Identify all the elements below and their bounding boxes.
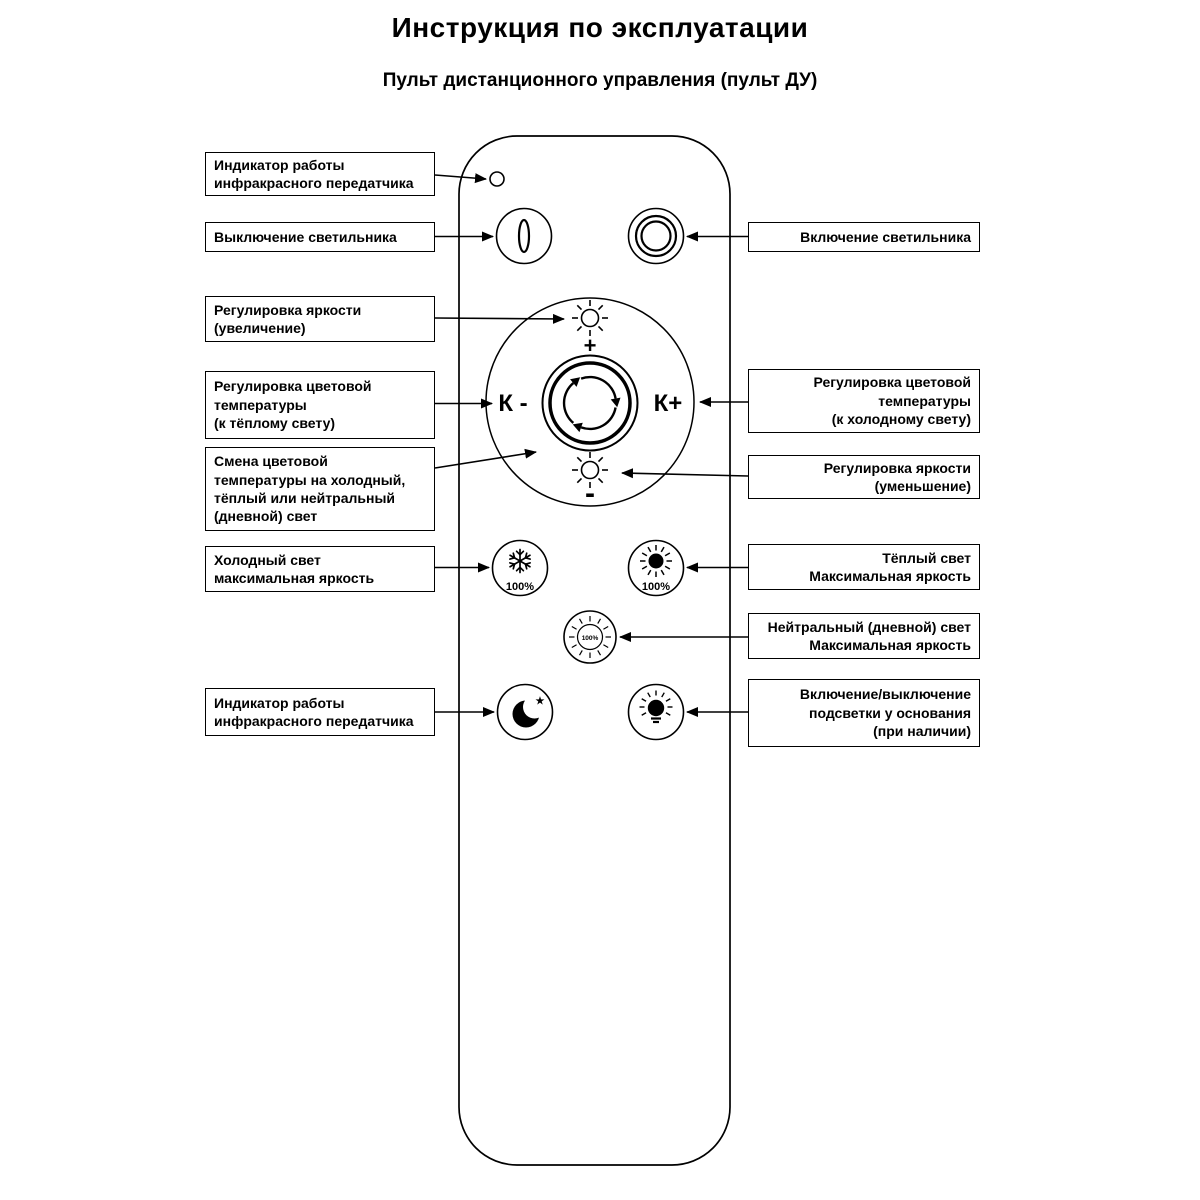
night-mode-button: ★ bbox=[496, 683, 554, 741]
callout-temp-cold: Регулировка цветовой температуры (к холо… bbox=[748, 369, 980, 433]
power-off-bar-icon bbox=[517, 218, 531, 254]
brightness-up-sign: + bbox=[584, 333, 597, 358]
k-plus-label: К+ bbox=[654, 390, 683, 417]
callout-temp-cycle: Смена цветовой температуры на холодный, … bbox=[205, 447, 435, 531]
callout-arrows bbox=[434, 173, 749, 717]
power-on-button bbox=[627, 207, 685, 265]
ir-indicator bbox=[489, 171, 505, 187]
power-on-ring-icon bbox=[634, 214, 678, 258]
cold-max-button: 100% bbox=[491, 539, 549, 597]
callout-base-light: Включение/выключение подсветки у основан… bbox=[748, 679, 980, 747]
arrow-brightness-down bbox=[621, 468, 749, 479]
callout-ir-indicator: Индикатор работы инфракрасного передатчи… bbox=[205, 152, 435, 196]
neutral-max-button: 100% bbox=[563, 610, 617, 664]
arrow-temp-cycle bbox=[434, 448, 537, 469]
warm-max-button: 100% bbox=[627, 539, 685, 597]
moon-star-icon: ★ bbox=[536, 696, 545, 707]
neutral-pct-label: 100% bbox=[582, 635, 599, 642]
callout-power-on: Включение светильника bbox=[748, 222, 980, 252]
callout-temp-warm: Регулировка цветовой температуры (к тёпл… bbox=[205, 371, 435, 439]
warm-pct-label: 100% bbox=[642, 581, 670, 593]
callout-night-mode: Индикатор работы инфракрасного передатчи… bbox=[205, 688, 435, 736]
brightness-down-sign: - bbox=[585, 477, 595, 510]
callout-brightness-up: Регулировка яркости (увеличение) bbox=[205, 296, 435, 342]
cold-pct-label: 100% bbox=[506, 581, 534, 593]
callout-power-off: Выключение светильника bbox=[205, 222, 435, 252]
bulb-icon bbox=[639, 690, 673, 724]
color-temp-cycle-button bbox=[541, 354, 639, 452]
arrow-ir-indicator bbox=[434, 173, 487, 184]
callout-warm-max: Тёплый свет Максимальная яркость bbox=[748, 544, 980, 590]
moon-icon bbox=[512, 695, 546, 728]
base-light-button bbox=[627, 683, 685, 741]
arrow-brightness-up bbox=[434, 313, 565, 324]
callout-brightness-down: Регулировка яркости (уменьшение) bbox=[748, 455, 980, 499]
k-minus-label: К - bbox=[498, 390, 527, 417]
callout-cold-max: Холодный свет максимальная яркость bbox=[205, 546, 435, 592]
power-off-button bbox=[495, 207, 553, 265]
page-subtitle: Пульт дистанционного управления (пульт Д… bbox=[382, 70, 818, 91]
callout-neutral-max: Нейтральный (дневной) свет Максимальная … bbox=[748, 613, 980, 659]
page-title: Инструкция по эксплуатации bbox=[391, 12, 809, 43]
